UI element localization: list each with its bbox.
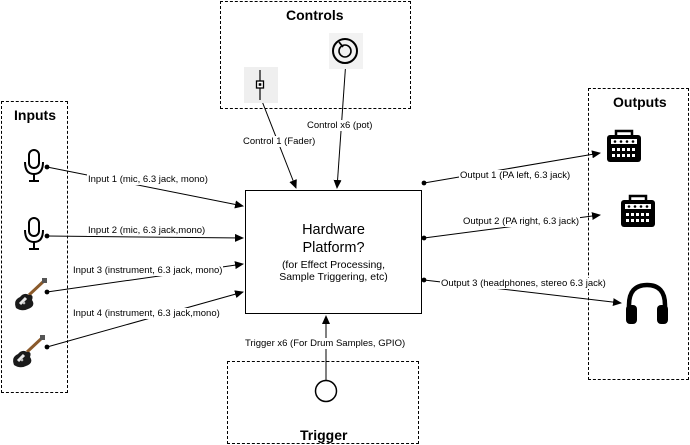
trigger-group xyxy=(227,361,419,444)
hardware-platform-box: Hardware Platform? (for Effect Processin… xyxy=(245,190,422,314)
controls-title: Controls xyxy=(286,7,344,23)
label-output1: Output 1 (PA left, 6.3 jack) xyxy=(459,170,572,181)
trigger-button-icon xyxy=(313,378,339,404)
knob-icon xyxy=(329,33,363,69)
microphone-icon xyxy=(21,148,47,184)
outputs-group xyxy=(588,88,689,380)
hardware-title-line2: Platform? xyxy=(302,240,365,256)
hardware-subtitle-line1: (for Effect Processing, xyxy=(281,259,386,271)
electric-guitar-icon xyxy=(12,278,48,312)
label-input2: Input 2 (mic, 6.3 jack,mono) xyxy=(87,225,207,236)
label-input1: Input 1 (mic, 6.3 jack, mono) xyxy=(87,174,209,185)
electric-guitar-icon xyxy=(10,335,46,369)
hardware-subtitle-line2: Sample Triggering, etc) xyxy=(279,271,388,283)
edge-input2 xyxy=(46,233,244,242)
label-output2: Output 2 (PA right, 6.3 jack) xyxy=(462,216,580,227)
edge-input1 xyxy=(46,166,244,209)
label-output3: Output 3 (headphones, stereo 6.3 jack) xyxy=(440,278,607,289)
fader-icon xyxy=(244,67,278,103)
edge-input4 xyxy=(46,290,244,348)
label-control-fader: Control 1 (Fader) xyxy=(242,136,317,147)
inputs-title: Inputs xyxy=(14,107,56,123)
label-trigger: Trigger x6 (For Drum Samples, GPIO) xyxy=(244,338,407,349)
controls-group xyxy=(220,1,411,109)
trigger-title: Trigger xyxy=(300,427,348,443)
label-control-pot: Control x6 (pot) xyxy=(306,120,374,131)
label-input3: Input 3 (instrument, 6.3 jack, mono) xyxy=(72,265,224,276)
microphone-icon xyxy=(21,216,47,252)
hardware-title-line1: Hardware xyxy=(302,222,365,238)
headphones-icon xyxy=(624,281,670,325)
edge-output1 xyxy=(423,150,601,184)
outputs-title: Outputs xyxy=(613,94,667,110)
label-input4: Input 4 (instrument, 6.3 jack,mono) xyxy=(72,308,221,319)
amplifier-icon xyxy=(606,129,642,163)
inputs-group xyxy=(1,101,68,393)
amplifier-icon xyxy=(620,194,656,228)
